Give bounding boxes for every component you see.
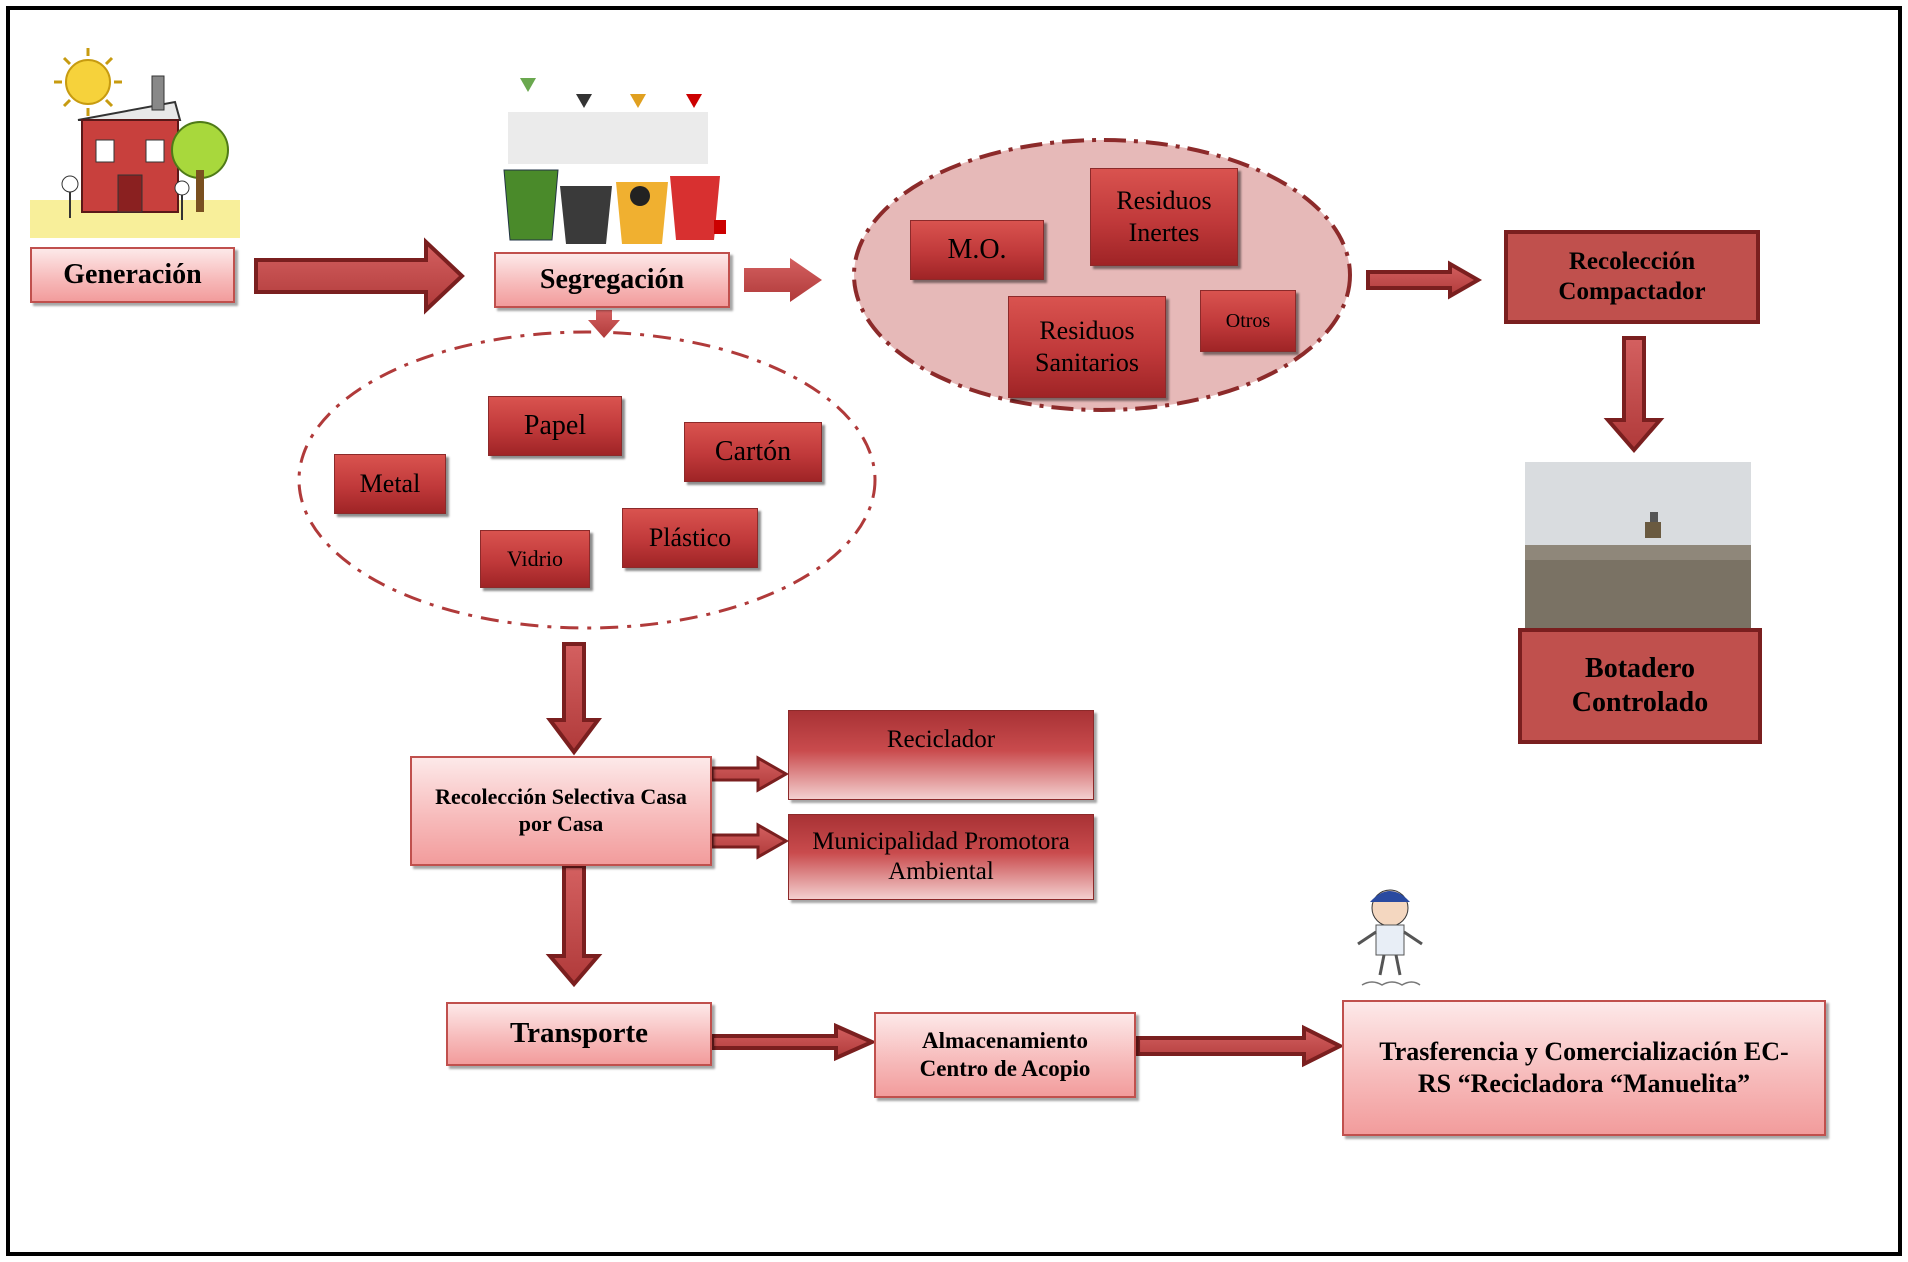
node-carton: Cartón: [684, 422, 822, 482]
arrow-recoleccion-transporte: [545, 864, 603, 988]
connector-arrows: [254, 237, 1665, 1068]
node-reciclador: Reciclador: [788, 710, 1094, 800]
node-residuos-sanitarios: Residuos Sanitarios: [1008, 296, 1166, 398]
node-vidrio: Vidrio: [480, 530, 590, 588]
arrow-almacenamiento-trasferencia: [1136, 1024, 1345, 1068]
node-municipalidad: Municipalidad Promotora Ambiental: [788, 814, 1094, 900]
arrow-generacion-segregacion: [254, 237, 465, 315]
arrow-recoleccion-botadero: [1603, 336, 1665, 454]
node-segregacion: Segregación: [494, 252, 730, 308]
arrow-segregacion-residuos: [744, 258, 822, 302]
node-recoleccion-selectiva: Recolección Selectiva Casa por Casa: [410, 756, 712, 866]
node-almacenamiento: Almacenamiento Centro de Acopio: [874, 1012, 1136, 1098]
node-botadero-controlado: Botadero Controlado: [1518, 628, 1762, 744]
node-generacion: Generación: [30, 247, 235, 303]
node-metal: Metal: [334, 454, 446, 514]
arrow-transporte-almacenamiento: [710, 1022, 877, 1062]
bins-illustration: [503, 78, 726, 244]
house-illustration: [30, 48, 240, 238]
node-plastico: Plástico: [622, 508, 758, 568]
arrow-segregacion-reciclables: [588, 310, 620, 338]
arrow-recoleccion-reciclador: [710, 755, 790, 793]
diagram-frame: [6, 6, 1902, 1256]
node-otros: Otros: [1200, 290, 1296, 352]
arrow-recoleccion-municipalidad: [710, 822, 790, 860]
node-transporte: Transporte: [446, 1002, 712, 1066]
node-trasferencia: Trasferencia y Comercialización EC-RS “R…: [1342, 1000, 1826, 1136]
node-mo: M.O.: [910, 220, 1044, 280]
arrow-residuos-recoleccion: [1366, 260, 1483, 300]
node-recoleccion-compactador: Recolección Compactador: [1504, 230, 1760, 324]
reciclables-ellipse: [297, 330, 877, 630]
mascot-illustration: [1357, 889, 1423, 986]
landfill-photo: [1525, 462, 1751, 628]
node-residuos-inertes: Residuos Inertes: [1090, 168, 1238, 266]
node-papel: Papel: [488, 396, 622, 456]
arrow-reciclables-recoleccion: [546, 642, 602, 756]
